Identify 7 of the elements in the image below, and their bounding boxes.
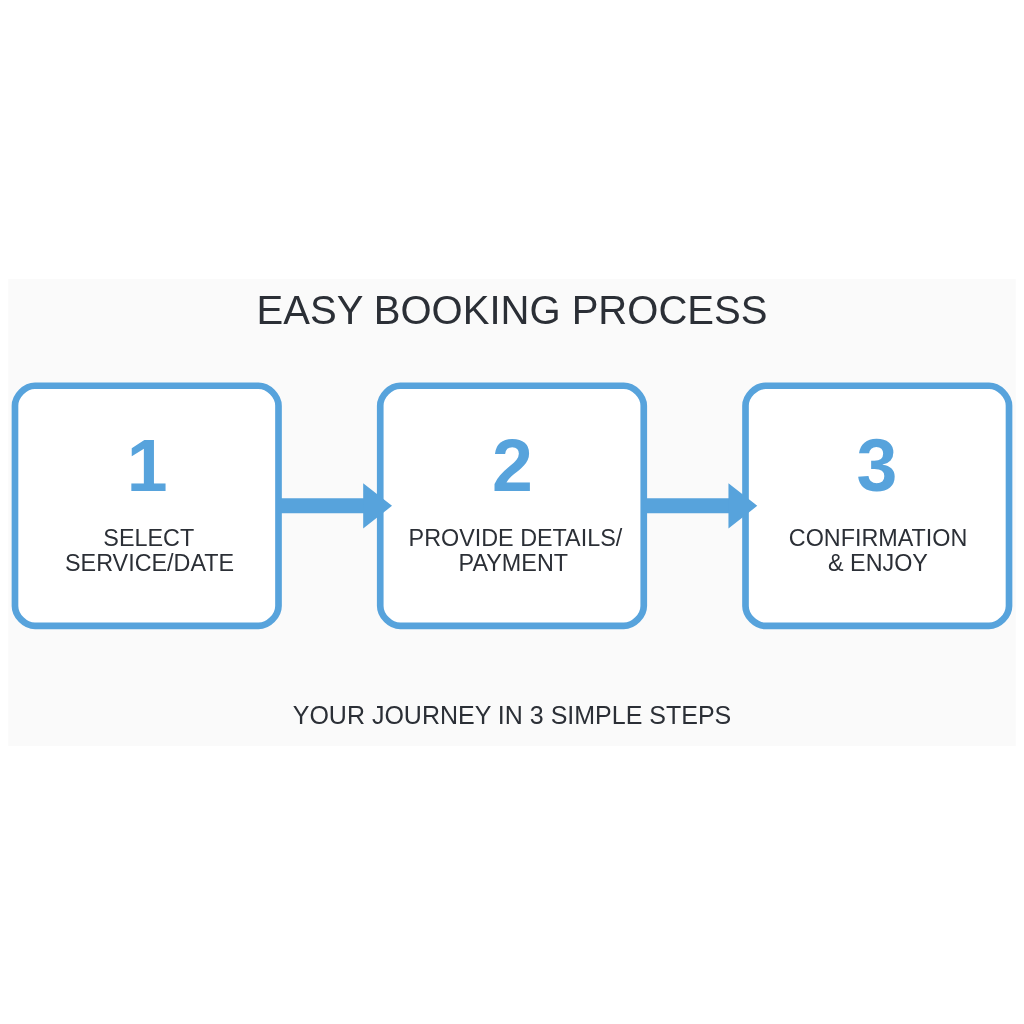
arrow [644, 482, 758, 528]
node-box: 1 SELECT SERVICE/DATE [11, 381, 282, 629]
node-box: 3 CONFIRMATION & ENJOY [742, 381, 1013, 629]
diagram-title: EASY BOOKING PROCESS [256, 287, 768, 332]
caption: YOUR JOURNEY IN 3 SIMPLE STEPS [292, 700, 732, 729]
arrow [278, 482, 392, 528]
node-box: 2 PROVIDE DETAILS/ PAYMENT [376, 381, 648, 629]
